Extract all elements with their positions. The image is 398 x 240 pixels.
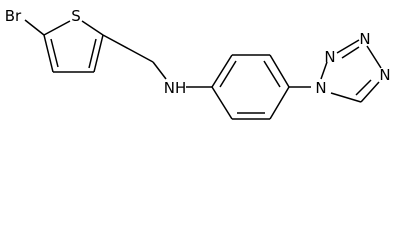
- atom-label-br: Br: [5, 7, 22, 25]
- bond-c2-c3-inner: [88, 38, 97, 69]
- bond-c2-c3: [93, 34, 104, 73]
- atom-label-n4: N: [379, 66, 390, 84]
- atom-label-n3: N: [359, 30, 370, 48]
- bond-n4-n3: [366, 45, 382, 69]
- bond-c4-c5-inner: [50, 38, 59, 68]
- bond-ph-3: [269, 54, 290, 88]
- bond-ph-1: [211, 54, 233, 88]
- atom-label-s: S: [71, 7, 81, 25]
- bond-ph-4: [269, 86, 290, 120]
- atom-label-nh: NH: [164, 79, 187, 97]
- bond-s-c2: [81, 20, 104, 36]
- atom-label-n2: N: [324, 48, 335, 66]
- bond-n3-n2: [336, 39, 360, 54]
- bond-c4-c5: [43, 34, 54, 73]
- bond-c2-ch2: [102, 34, 154, 63]
- bond-n3-n2-inner: [341, 46, 360, 59]
- bond-ph-inner-2: [263, 60, 281, 88]
- bond-ph-inner-1: [219, 60, 237, 88]
- atom-labels: Br S NH N N N N: [5, 7, 391, 97]
- atom-label-n1: N: [315, 79, 326, 97]
- bond-n2-n1: [320, 61, 328, 80]
- bond-c5-n4-inner: [355, 79, 372, 96]
- bond-ph-6: [211, 86, 233, 120]
- bond-br-c5: [24, 19, 45, 36]
- bond-ch2-nh: [152, 61, 167, 80]
- bond-c5-s: [43, 20, 71, 36]
- bond-c5-n4: [360, 81, 380, 103]
- bonds: [24, 19, 382, 120]
- bond-n1-c5: [330, 92, 362, 103]
- chemical-structure-diagram: Br S NH N N N N: [5, 7, 391, 120]
